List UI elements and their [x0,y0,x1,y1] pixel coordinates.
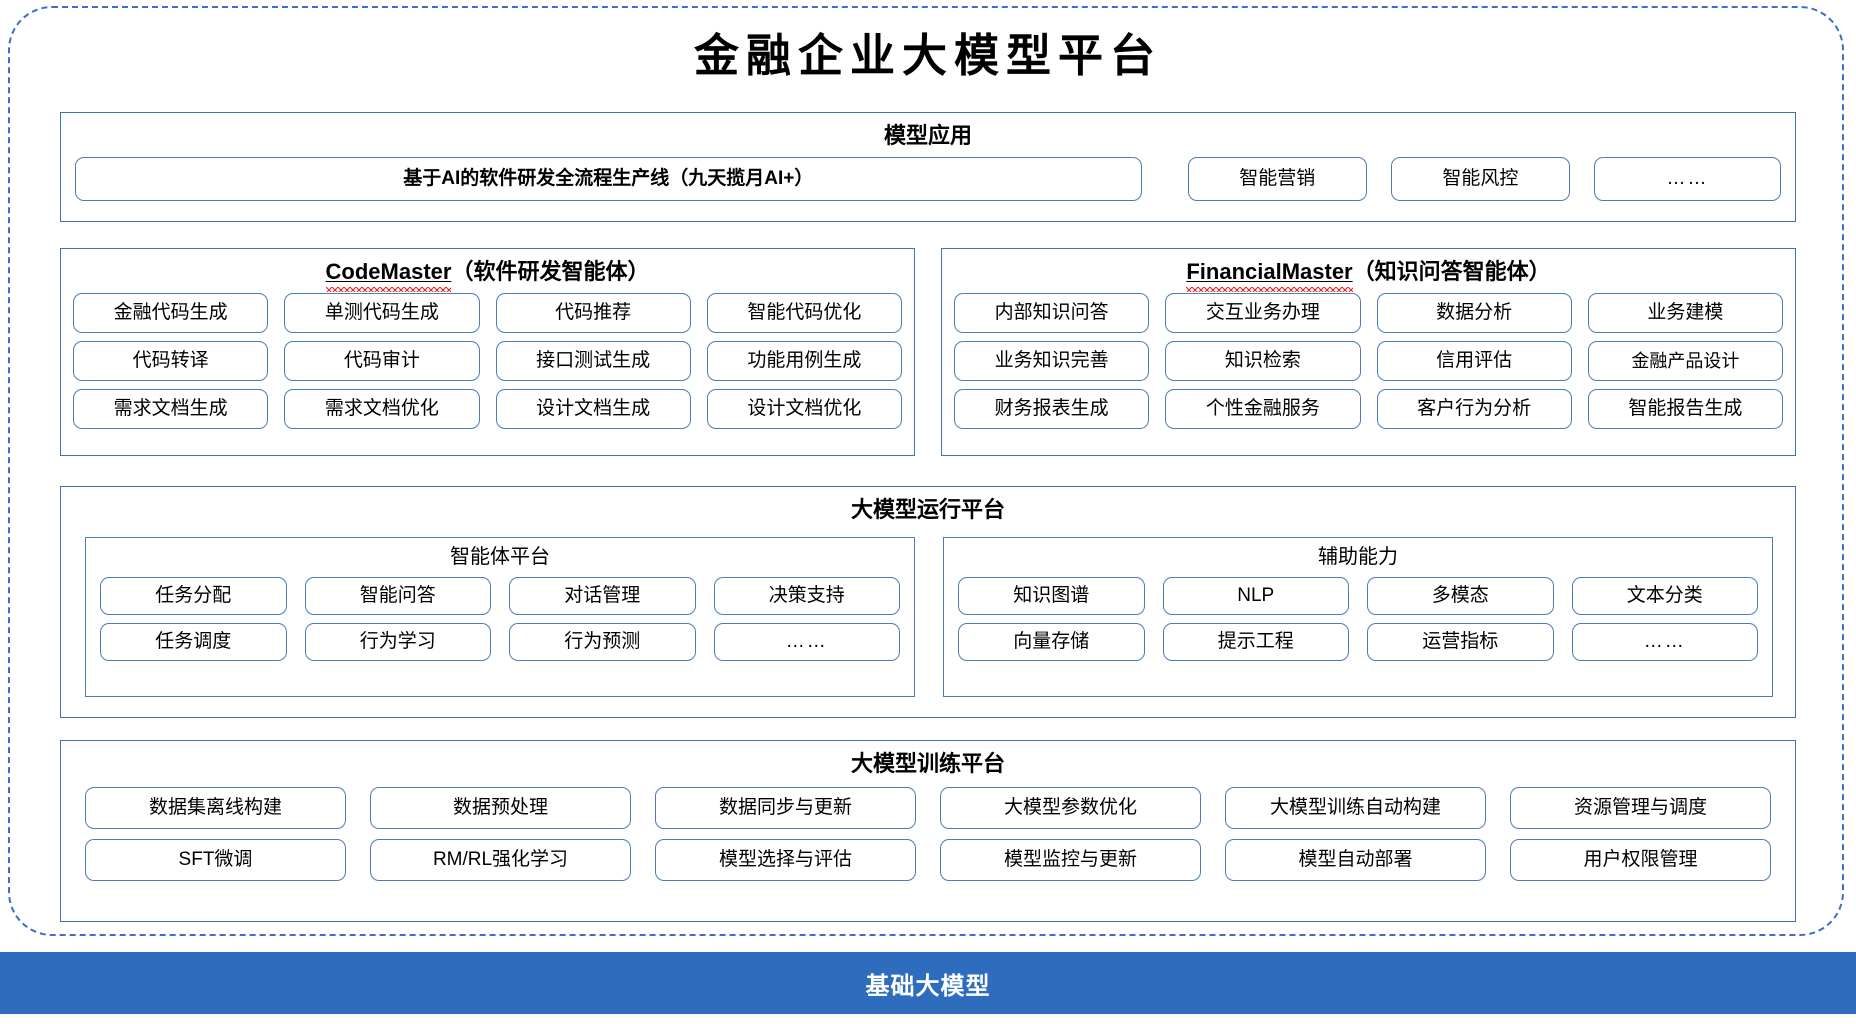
section-title-model-application: 模型应用 [883,123,972,148]
train-platform-item[interactable]: RM/RL强化学习 [370,839,631,881]
auxiliary-row-1: 知识图谱 NLP 多模态 文本分类 [958,577,1758,615]
panel-title-agent-platform: 智能体平台 [450,546,550,568]
codemaster-item[interactable]: 设计文档生成 [495,389,691,429]
codemaster-row-3: 需求文档生成 需求文档优化 设计文档生成 设计文档优化 [73,389,902,429]
section-train-platform: 大模型训练平台 数据集离线构建 数据预处理 数据同步与更新 大模型参数优化 大模… [60,740,1796,922]
agent-platform-item[interactable]: 智能问答 [304,577,491,615]
financialmaster-row-1: 内部知识问答 交互业务办理 数据分析 业务建模 [954,293,1783,333]
codemaster-item[interactable]: 代码推荐 [495,293,691,333]
agent-platform-item[interactable]: 任务分配 [100,577,287,615]
auxiliary-item[interactable]: 知识图谱 [958,577,1145,615]
codemaster-item[interactable]: 设计文档优化 [706,389,902,429]
agent-platform-row-1: 任务分配 智能问答 对话管理 决策支持 [100,577,900,615]
financialmaster-item[interactable]: 数据分析 [1376,293,1572,333]
panel-title-auxiliary-capability: 辅助能力 [1318,546,1398,568]
app-item-ai-pipeline[interactable]: 基于AI的软件研发全流程生产线（九天揽月AI+） [75,157,1142,201]
train-platform-row-2: SFT微调 RM/RL强化学习 模型选择与评估 模型监控与更新 模型自动部署 用… [85,839,1771,881]
financialmaster-item[interactable]: 客户行为分析 [1376,389,1572,429]
agent-platform-item[interactable]: 行为学习 [304,623,491,661]
codemaster-item[interactable]: 代码审计 [284,341,480,381]
codemaster-item[interactable]: 代码转译 [73,341,269,381]
agent-platform-item-more[interactable]: …… [713,623,900,661]
financialmaster-row-2: 业务知识完善 知识检索 信用评估 金融产品设计 [954,341,1783,381]
financialmaster-item[interactable]: 知识检索 [1165,341,1361,381]
section-run-platform: 大模型运行平台 智能体平台 任务分配 智能问答 对话管理 决策支持 任务调度 行… [60,486,1796,718]
agent-platform-item[interactable]: 任务调度 [100,623,287,661]
codemaster-name: CodeMaster [325,259,452,292]
train-platform-item[interactable]: 大模型参数优化 [940,787,1201,829]
financialmaster-row-3: 财务报表生成 个性金融服务 客户行为分析 智能报告生成 [954,389,1783,429]
train-platform-item[interactable]: 模型自动部署 [1225,839,1486,881]
app-item-more[interactable]: …… [1593,157,1781,201]
financialmaster-name: FinancialMaster [1186,259,1353,292]
auxiliary-item[interactable]: NLP [1162,577,1349,615]
agent-platform-row-2: 任务调度 行为学习 行为预测 …… [100,623,900,661]
train-platform-item[interactable]: 数据预处理 [370,787,631,829]
outer-dashed-frame [8,6,1844,936]
train-platform-item[interactable]: 大模型训练自动构建 [1225,787,1486,829]
financialmaster-suffix: （知识问答智能体） [1352,259,1551,284]
model-application-items-row: 基于AI的软件研发全流程生产线（九天揽月AI+） 智能营销 智能风控 …… [75,157,1781,201]
train-platform-item[interactable]: 数据集离线构建 [85,787,346,829]
train-platform-item[interactable]: 模型选择与评估 [655,839,916,881]
codemaster-row-1: 金融代码生成 单测代码生成 代码推荐 智能代码优化 [73,293,902,333]
codemaster-item[interactable]: 功能用例生成 [706,341,902,381]
train-platform-item[interactable]: 用户权限管理 [1510,839,1771,881]
train-platform-row-1: 数据集离线构建 数据预处理 数据同步与更新 大模型参数优化 大模型训练自动构建 … [85,787,1771,829]
financialmaster-item[interactable]: 金融产品设计 [1587,341,1783,381]
codemaster-item[interactable]: 需求文档生成 [73,389,269,429]
codemaster-item[interactable]: 金融代码生成 [73,293,269,333]
train-platform-item[interactable]: SFT微调 [85,839,346,881]
section-model-application: 模型应用 基于AI的软件研发全流程生产线（九天揽月AI+） 智能营销 智能风控 … [60,112,1796,222]
panel-agent-platform: 智能体平台 任务分配 智能问答 对话管理 决策支持 任务调度 行为学习 行为预测… [85,537,915,697]
codemaster-item[interactable]: 智能代码优化 [706,293,902,333]
auxiliary-item-more[interactable]: …… [1571,623,1758,661]
auxiliary-item[interactable]: 向量存储 [958,623,1145,661]
panel-auxiliary-capability: 辅助能力 知识图谱 NLP 多模态 文本分类 向量存储 提示工程 运营指标 …… [943,537,1773,697]
codemaster-row-2: 代码转译 代码审计 接口测试生成 功能用例生成 [73,341,902,381]
financialmaster-item[interactable]: 信用评估 [1376,341,1572,381]
agent-platform-item[interactable]: 决策支持 [713,577,900,615]
train-platform-item[interactable]: 资源管理与调度 [1510,787,1771,829]
codemaster-suffix: （软件研发智能体） [451,259,650,284]
auxiliary-item[interactable]: 多模态 [1367,577,1554,615]
page-title: 金融企业大模型平台 [693,31,1162,81]
financialmaster-item[interactable]: 财务报表生成 [954,389,1150,429]
codemaster-item[interactable]: 接口测试生成 [495,341,691,381]
financialmaster-item[interactable]: 交互业务办理 [1165,293,1361,333]
codemaster-item[interactable]: 需求文档优化 [284,389,480,429]
auxiliary-item[interactable]: 提示工程 [1162,623,1349,661]
section-title-codemaster: CodeMaster（软件研发智能体） [61,259,914,292]
app-item-smart-risk-control[interactable]: 智能风控 [1390,157,1570,201]
app-item-smart-marketing[interactable]: 智能营销 [1187,157,1367,201]
auxiliary-item[interactable]: 运营指标 [1367,623,1554,661]
financialmaster-item[interactable]: 业务建模 [1587,293,1783,333]
foundation-model-bar: 基础大模型 [0,952,1856,1014]
auxiliary-row-2: 向量存储 提示工程 运营指标 …… [958,623,1758,661]
section-title-financialmaster: FinancialMaster（知识问答智能体） [942,259,1795,292]
agent-platform-item[interactable]: 对话管理 [509,577,696,615]
section-title-run-platform: 大模型运行平台 [850,497,1005,522]
train-platform-item[interactable]: 模型监控与更新 [940,839,1201,881]
financialmaster-item[interactable]: 内部知识问答 [954,293,1150,333]
foundation-model-label: 基础大模型 [865,972,991,1000]
financialmaster-item[interactable]: 业务知识完善 [954,341,1150,381]
section-financialmaster: FinancialMaster（知识问答智能体） 内部知识问答 交互业务办理 数… [941,248,1796,456]
auxiliary-item[interactable]: 文本分类 [1571,577,1758,615]
agent-platform-item[interactable]: 行为预测 [509,623,696,661]
train-platform-item[interactable]: 数据同步与更新 [655,787,916,829]
section-title-train-platform: 大模型训练平台 [850,751,1005,776]
financialmaster-item[interactable]: 个性金融服务 [1165,389,1361,429]
financialmaster-item[interactable]: 智能报告生成 [1587,389,1783,429]
codemaster-item[interactable]: 单测代码生成 [284,293,480,333]
section-codemaster: CodeMaster（软件研发智能体） 金融代码生成 单测代码生成 代码推荐 智… [60,248,915,456]
